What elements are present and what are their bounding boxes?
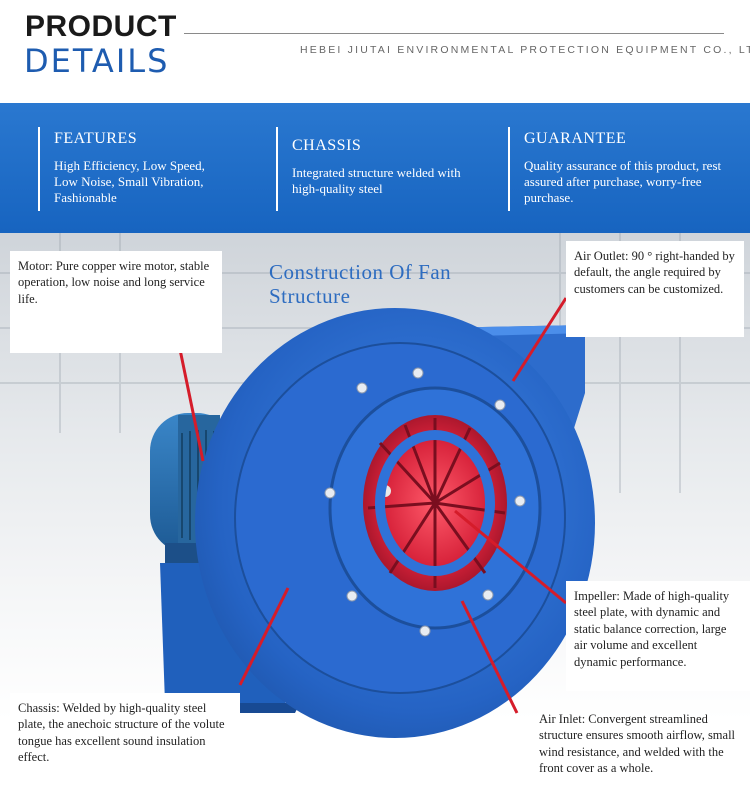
callout-motor-text: Motor: Pure copper wire motor, stable op… bbox=[18, 259, 210, 306]
impeller bbox=[363, 415, 507, 591]
feature-chassis: CHASSIS Integrated structure welded with… bbox=[276, 127, 472, 211]
title-product: PRODUCT bbox=[25, 10, 177, 43]
feature-heading: FEATURES bbox=[54, 130, 138, 147]
feature-features: FEATURES High Efficiency, Low Speed, Low… bbox=[38, 127, 229, 211]
header-divider bbox=[184, 33, 724, 34]
callout-air-inlet: Air Inlet: Convergent streamlined struct… bbox=[531, 704, 745, 804]
page-header: PRODUCT DETAILS HEBEI JIUTAI ENVIRONMENT… bbox=[0, 0, 750, 103]
fan-diagram: Construction Of Fan Structure Motor: Pur… bbox=[0, 233, 750, 806]
bolts bbox=[324, 367, 526, 637]
feature-guarantee: GUARANTEE Quality assurance of this prod… bbox=[508, 127, 724, 211]
callout-air-outlet: Air Outlet: 90 ° right-handed by default… bbox=[566, 241, 744, 337]
feature-text: High Efficiency, Low Speed, Low Noise, S… bbox=[54, 158, 205, 205]
callout-chassis-text: Chassis: Welded by high-quality steel pl… bbox=[18, 701, 225, 765]
title-details: DETAILS bbox=[24, 42, 170, 80]
feature-text: Integrated structure welded with high-qu… bbox=[292, 165, 461, 196]
callout-air-outlet-text: Air Outlet: 90 ° right-handed by default… bbox=[574, 249, 735, 296]
diagram-title: Construction Of Fan Structure bbox=[269, 260, 452, 308]
feature-heading: GUARANTEE bbox=[524, 130, 627, 147]
feature-banner: FEATURES High Efficiency, Low Speed, Low… bbox=[0, 103, 750, 233]
callout-chassis: Chassis: Welded by high-quality steel pl… bbox=[10, 693, 240, 803]
fan-illustration bbox=[145, 297, 595, 738]
callout-air-inlet-text: Air Inlet: Convergent streamlined struct… bbox=[539, 712, 736, 776]
callout-impeller-text: Impeller: Made of high-quality steel pla… bbox=[574, 589, 730, 669]
feature-heading: CHASSIS bbox=[292, 137, 362, 154]
company-name: HEBEI JIUTAI ENVIRONMENTAL PROTECTION EQ… bbox=[300, 44, 750, 56]
feature-text: Quality assurance of this product, rest … bbox=[524, 158, 722, 205]
callout-impeller: Impeller: Made of high-quality steel pla… bbox=[566, 581, 750, 691]
callout-motor: Motor: Pure copper wire motor, stable op… bbox=[10, 251, 222, 353]
